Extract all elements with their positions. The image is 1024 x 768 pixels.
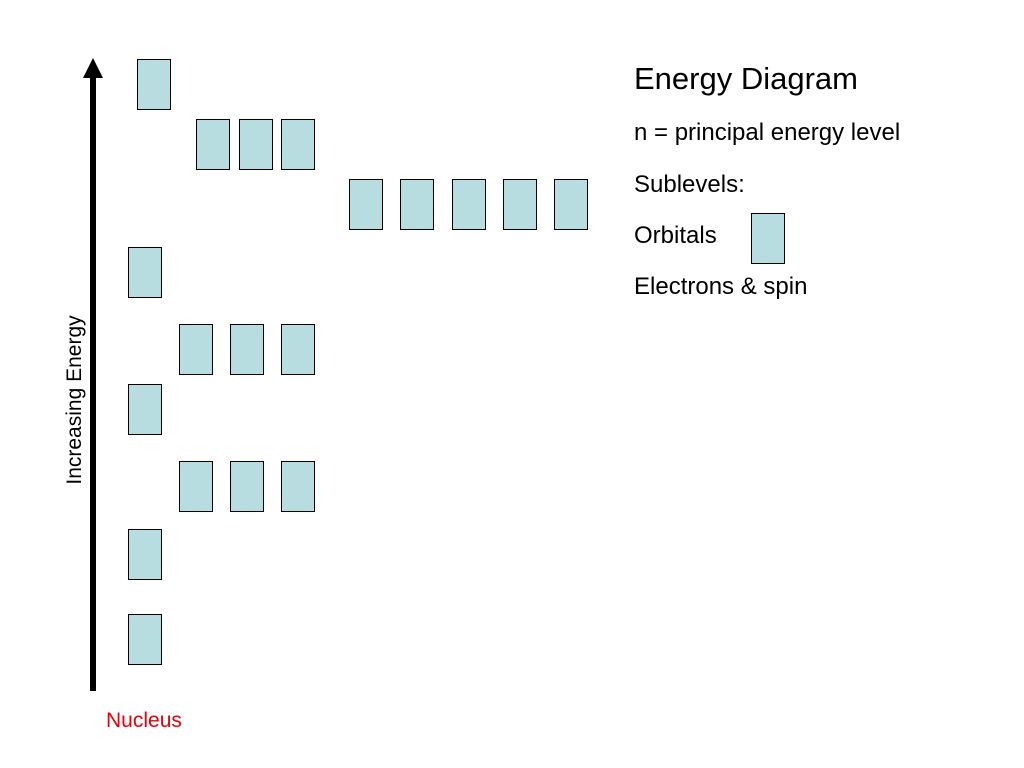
- orbital-box: [179, 461, 213, 512]
- orbital-box: [349, 179, 383, 230]
- nucleus-label: Nucleus: [106, 709, 182, 732]
- orbital-box: [239, 119, 273, 170]
- orbital-box: [554, 179, 588, 230]
- orbital-box: [128, 614, 162, 665]
- orbital-box: [281, 461, 315, 512]
- legend-sublevels: Sublevels:: [634, 171, 745, 198]
- orbital-box: [128, 384, 162, 435]
- orbital-box: [281, 324, 315, 375]
- orbital-box: [452, 179, 486, 230]
- orbital-box: [196, 119, 230, 170]
- orbital-box: [179, 324, 213, 375]
- orbital-box: [128, 529, 162, 580]
- energy-axis-arrow: [83, 58, 103, 691]
- orbital-box: [503, 179, 537, 230]
- orbital-box: [128, 247, 162, 298]
- orbital-box: [400, 179, 434, 230]
- legend-orbital-box: [751, 213, 785, 264]
- legend-electrons: Electrons & spin: [634, 273, 808, 300]
- legend-principal-level: n = principal energy level: [634, 119, 901, 146]
- orbital-box: [230, 461, 264, 512]
- energy-axis-label: Increasing Energy: [63, 315, 86, 485]
- legend-orbitals: Orbitals: [634, 222, 717, 249]
- orbital-box: [230, 324, 264, 375]
- energy-axis-arrowhead: [83, 58, 103, 78]
- orbital-box: [137, 59, 171, 110]
- orbital-box: [281, 119, 315, 170]
- legend-title: Energy Diagram: [634, 61, 858, 96]
